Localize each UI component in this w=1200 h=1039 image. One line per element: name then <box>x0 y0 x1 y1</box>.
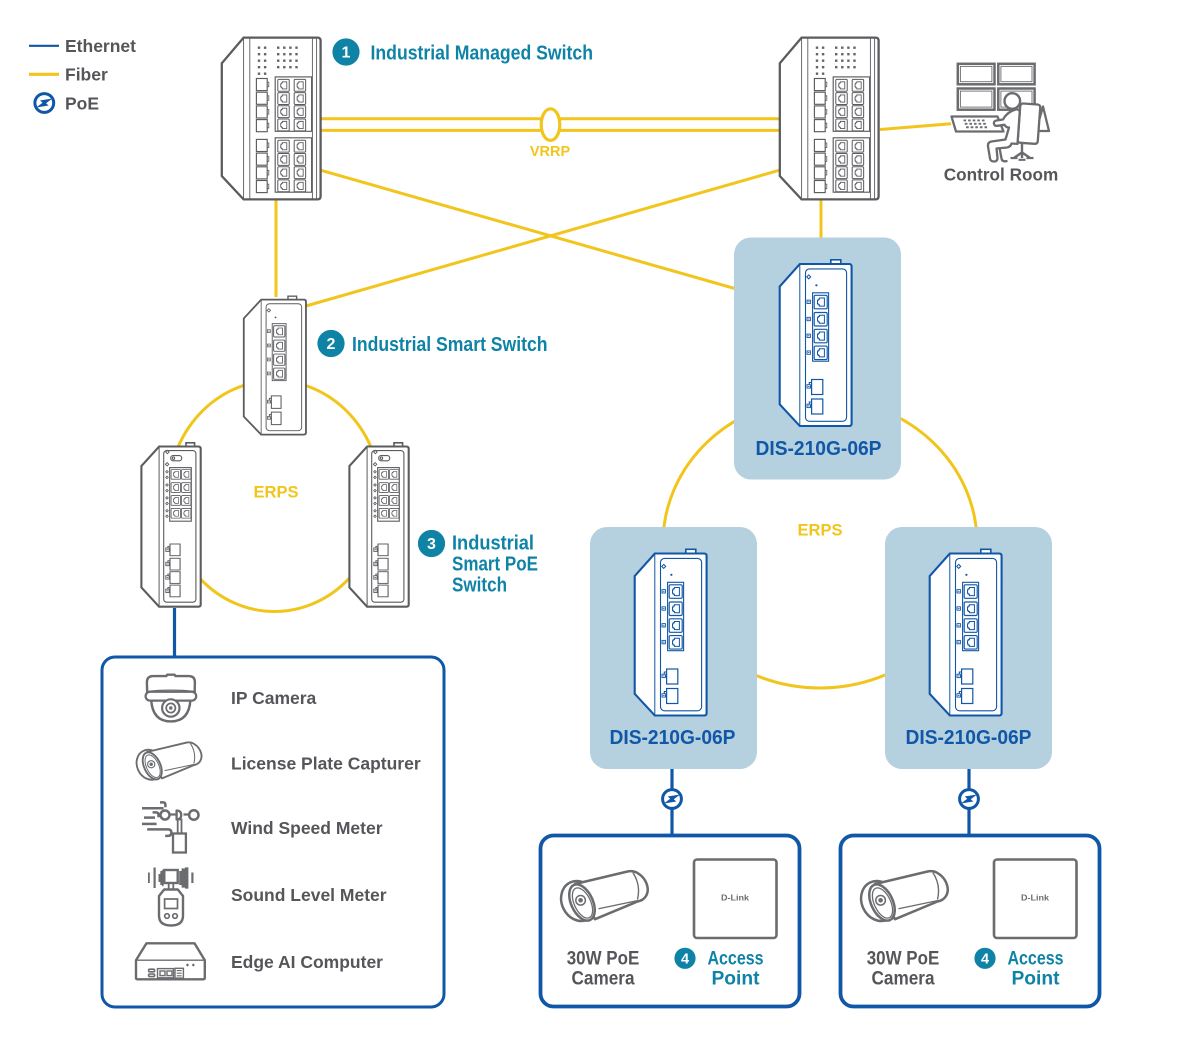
svg-text:Sound Level Meter: Sound Level Meter <box>231 885 387 905</box>
svg-text:PoE: PoE <box>65 94 99 114</box>
svg-text:Camera: Camera <box>572 968 635 990</box>
svg-text:D-Link: D-Link <box>1021 893 1049 903</box>
svg-text:Industrial Smart Switch: Industrial Smart Switch <box>352 334 548 356</box>
svg-text:IP Camera: IP Camera <box>231 688 317 708</box>
svg-text:Control Room: Control Room <box>944 165 1059 185</box>
svg-text:Access: Access <box>708 948 764 970</box>
svg-text:1: 1 <box>342 45 351 62</box>
svg-text:Fiber: Fiber <box>65 65 108 85</box>
svg-text:Edge AI Computer: Edge AI Computer <box>231 952 383 972</box>
svg-text:DIS-210G-06P: DIS-210G-06P <box>756 437 882 460</box>
svg-text:4: 4 <box>981 951 989 967</box>
svg-text:DIS-210G-06P: DIS-210G-06P <box>610 726 736 749</box>
svg-text:ERPS: ERPS <box>798 522 843 540</box>
svg-text:2: 2 <box>327 336 336 353</box>
svg-text:DIS-210G-06P: DIS-210G-06P <box>906 726 1032 749</box>
svg-text:Point: Point <box>1012 968 1060 990</box>
svg-text:Switch: Switch <box>452 575 507 597</box>
svg-text:Point: Point <box>712 968 760 990</box>
svg-text:Industrial: Industrial <box>452 533 534 555</box>
svg-text:VRRP: VRRP <box>530 144 571 160</box>
svg-text:3: 3 <box>427 536 436 553</box>
svg-text:ERPS: ERPS <box>254 484 299 502</box>
svg-text:Industrial Managed Switch: Industrial Managed Switch <box>371 43 594 65</box>
svg-text:4: 4 <box>681 951 689 967</box>
svg-text:Access: Access <box>1008 948 1064 970</box>
svg-text:30W PoE: 30W PoE <box>867 948 940 970</box>
svg-text:Camera: Camera <box>872 968 935 990</box>
svg-text:Ethernet: Ethernet <box>65 36 136 56</box>
svg-text:D-Link: D-Link <box>721 893 749 903</box>
svg-text:License Plate Capturer: License Plate Capturer <box>231 754 421 774</box>
svg-text:Smart PoE: Smart PoE <box>452 554 538 576</box>
svg-text:Wind Speed Meter: Wind Speed Meter <box>231 818 383 838</box>
svg-text:30W PoE: 30W PoE <box>567 948 640 970</box>
